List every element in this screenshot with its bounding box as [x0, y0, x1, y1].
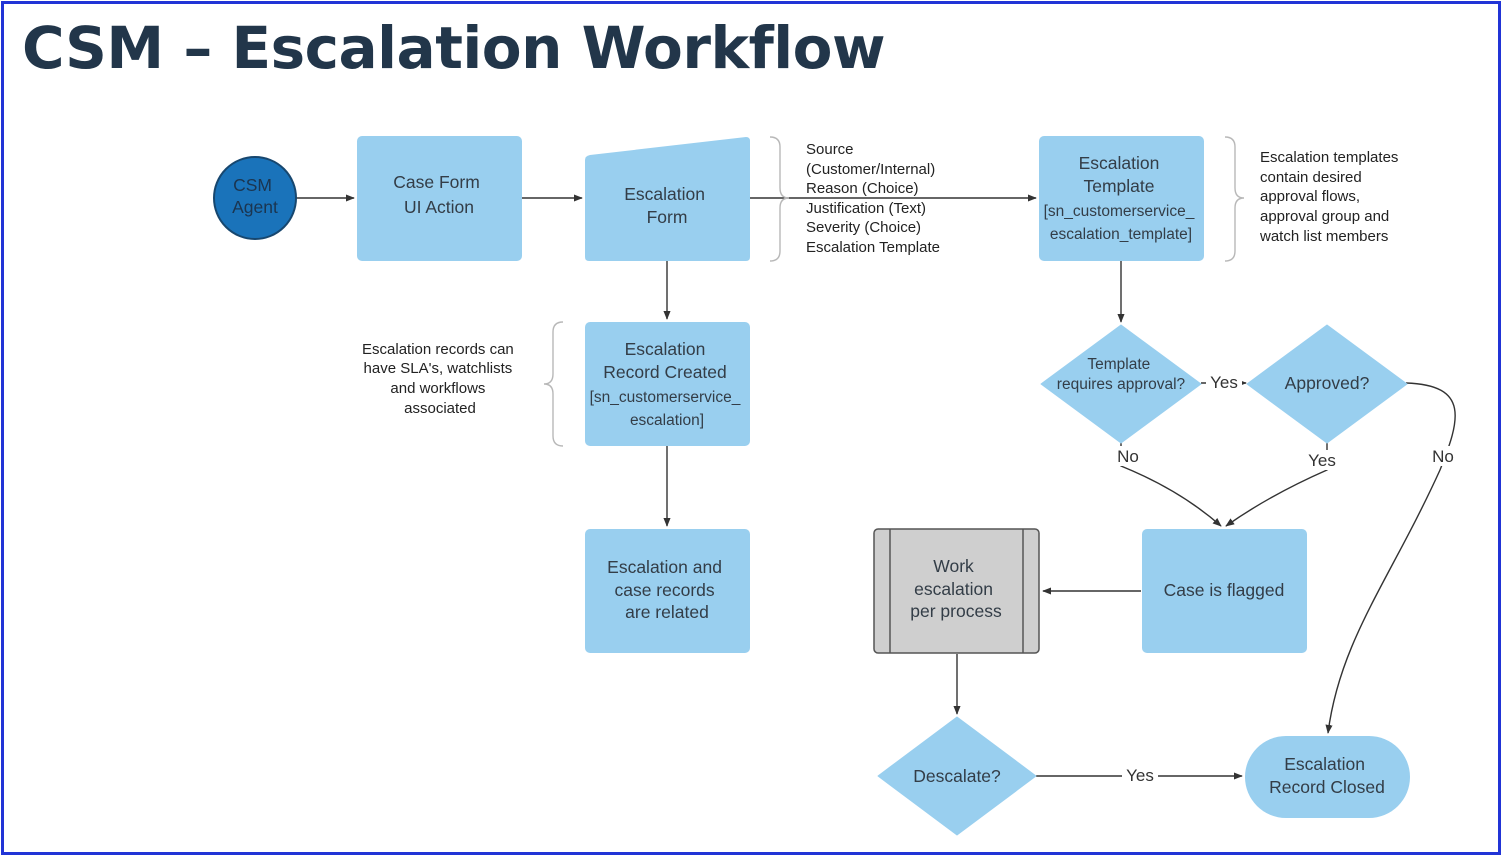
form-fields-brace	[769, 136, 790, 262]
edge-label-approval-yes: Yes	[1210, 373, 1238, 392]
svg-text:Template requires approv: Template requires approval?	[1057, 356, 1186, 393]
svg-text:Descalate?: Descalate?	[913, 766, 1001, 786]
svg-text:CSM Agent: CSM Agent	[232, 175, 278, 217]
case-flagged-node: Case is flagged	[1142, 529, 1307, 653]
svg-text:Escalation and case reco: Escalation and case records are related	[607, 557, 727, 622]
page-title: CSM – Escalation Workflow	[22, 14, 886, 82]
descalate-decision: Descalate?	[877, 716, 1037, 836]
approved-decision: Approved?	[1246, 324, 1408, 444]
escalation-form-node: Escalation Form	[585, 137, 750, 261]
svg-text:Escalation Template: Escalation Template [sn_customerservice_…	[1044, 153, 1199, 243]
svg-text:Escalation Record Create: Escalation Record Created [sn_customerse…	[590, 339, 745, 429]
escalation-record-created-node: Escalation Record Created [sn_customerse…	[585, 322, 750, 446]
edge-approved-yes	[1225, 443, 1328, 527]
records-related-node: Escalation and case records are related	[585, 529, 750, 653]
edge-label-descalate-yes: Yes	[1126, 766, 1154, 785]
work-escalation-process-node: Work escalation per process	[873, 528, 1040, 654]
csm-agent-node: CSM Agent	[213, 156, 297, 240]
form-fields-note: Source (Customer/Internal) Reason (Choic…	[806, 141, 940, 256]
escalation-template-node: Escalation Template [sn_customerservice_…	[1039, 136, 1204, 261]
svg-text:Escalation Form: Escalation Form	[624, 184, 710, 227]
edge-label-approval-no: No	[1117, 447, 1139, 466]
templates-brace	[1224, 136, 1245, 262]
svg-text:Escalation Record Closed: Escalation Record Closed	[1269, 754, 1385, 797]
edge-approved-no	[1325, 382, 1456, 734]
templates-note: Escalation templates contain desired app…	[1259, 149, 1403, 245]
svg-text:Approved?: Approved?	[1285, 373, 1370, 393]
case-form-node: Case Form UI Action	[357, 136, 522, 261]
edge-requires-approval-no	[1120, 443, 1222, 527]
svg-text:Work escalation pe: Work escalation per process	[910, 556, 1002, 621]
escalation-record-closed-node: Escalation Record Closed	[1245, 736, 1410, 818]
svg-text:Case is flagged: Case is flagged	[1164, 580, 1285, 600]
records-brace	[543, 321, 564, 447]
requires-approval-decision: Template requires approval?	[1040, 324, 1202, 444]
svg-text:Case Form UI Action: Case Form UI Action	[393, 172, 484, 217]
edge-label-approved-yes: Yes	[1308, 451, 1336, 470]
edge-label-approved-no: No	[1432, 447, 1454, 466]
records-note: Escalation records can have SLA's, watch…	[362, 341, 518, 417]
